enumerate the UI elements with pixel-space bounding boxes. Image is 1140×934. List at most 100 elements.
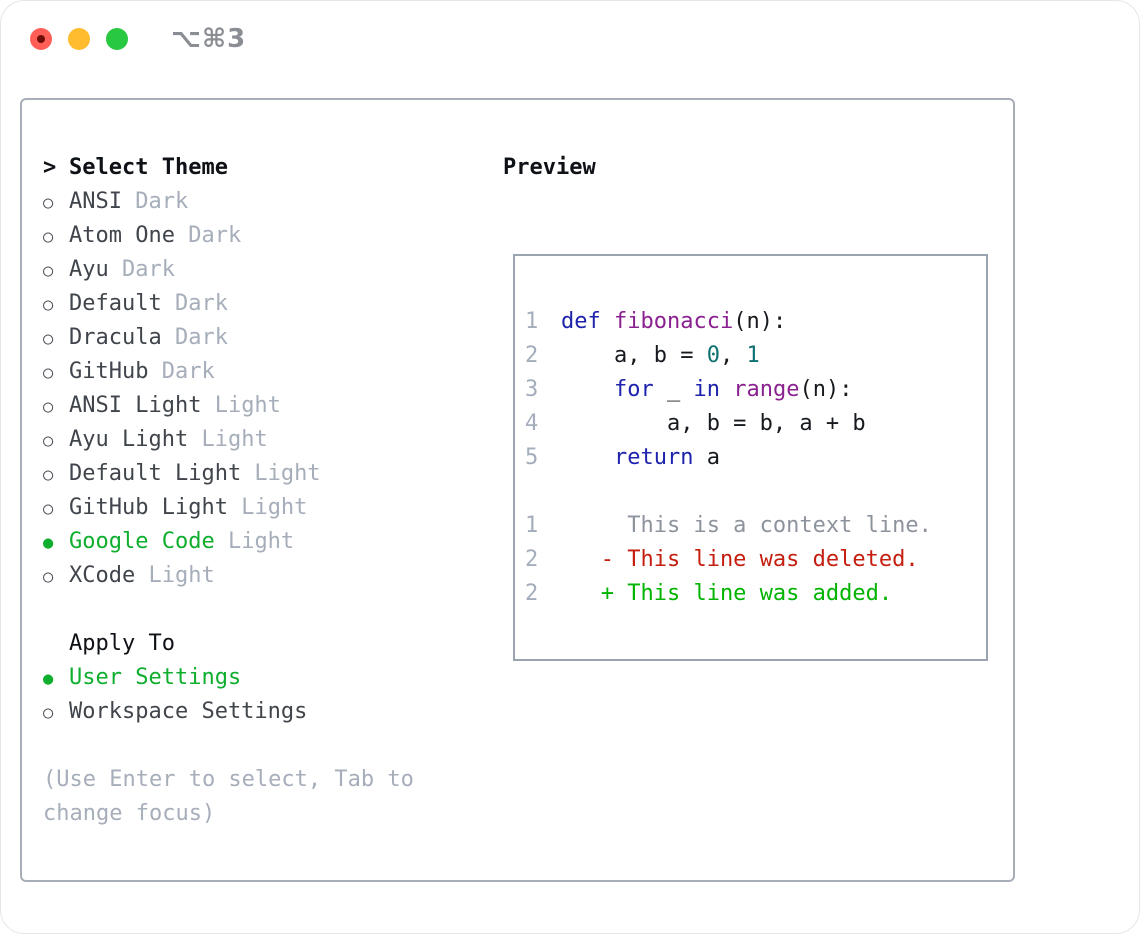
theme-item-google-code[interactable]: ● Google Code Light: [43, 525, 488, 559]
theme-variant: Light: [241, 461, 321, 486]
theme-variant: Light: [135, 563, 215, 588]
line-number: 1: [525, 513, 539, 538]
radio-unselected-icon: ○: [43, 499, 54, 519]
code-token: _: [653, 377, 694, 402]
theme-name: Default: [69, 291, 162, 316]
code-token: return: [613, 445, 694, 470]
theme-variant: Light: [188, 427, 268, 452]
close-button[interactable]: [30, 27, 52, 50]
code-token: (n):: [733, 309, 787, 334]
radio-unselected-icon: ○: [43, 363, 54, 383]
line-number: 3: [525, 377, 539, 402]
theme-item-dracula[interactable]: ○ Dracula Dark: [43, 321, 488, 355]
diff-text: - This line was deleted.: [561, 547, 919, 572]
line-number: 4: [525, 411, 539, 436]
line-number: 1: [525, 309, 539, 334]
close-dot-icon: [37, 34, 45, 43]
radio-unselected-icon: ○: [43, 567, 54, 587]
theme-name: Google Code: [69, 529, 215, 554]
apply-option-label: User Settings: [69, 665, 242, 690]
theme-item-atom-one[interactable]: ○ Atom One Dark: [43, 219, 488, 253]
preview-header: Preview: [503, 155, 596, 180]
apply-to-header: Apply To: [69, 631, 175, 656]
theme-item-ansi[interactable]: ○ANSI Dark: [43, 185, 488, 219]
theme-variant: Light: [214, 529, 295, 554]
line-number: 2: [525, 547, 539, 572]
theme-name: Dracula: [69, 325, 162, 350]
diff-text: This is a context line.: [561, 513, 932, 538]
theme-name: Atom One: [69, 223, 175, 248]
minimize-button[interactable]: [68, 27, 90, 50]
theme-variant: Dark: [174, 223, 242, 248]
keyboard-hint: (Use Enter to select, Tab to change focu…: [43, 767, 414, 826]
apply-to-list: ● User Settings ○ Workspace Settings: [43, 661, 488, 729]
radio-unselected-icon: ○: [43, 431, 54, 451]
theme-item-default[interactable]: ○ Default Dark: [43, 287, 488, 321]
code-token: def: [561, 309, 601, 334]
theme-item-ayu[interactable]: ○Ayu Dark: [43, 253, 488, 287]
theme-list: ○ANSI Dark○Atom One Dark○Ayu Dark○Defaul…: [43, 185, 488, 593]
code-token: 0: [706, 343, 720, 368]
theme-variant: Dark: [148, 359, 215, 384]
code-line: 4 a, b = b, a + b: [525, 407, 986, 441]
spacer: [43, 729, 488, 763]
code-line: 1 def fibonacci(n):: [525, 305, 986, 339]
code-line: 3 for _ in range(n):: [525, 373, 986, 407]
theme-variant: Dark: [161, 291, 228, 316]
theme-item-xcode[interactable]: ○ XCode Light: [43, 559, 488, 593]
theme-item-ansi-light[interactable]: ○ANSI Light Light: [43, 389, 488, 423]
line-number: 2: [525, 581, 539, 606]
zoom-button[interactable]: [106, 27, 128, 50]
titlebar: ⌥⌘3: [1, 1, 1139, 76]
theme-item-github[interactable]: ○ GitHub Dark: [43, 355, 488, 389]
theme-name: Ayu Light: [69, 427, 189, 452]
code-line: 2 a, b = 0, 1: [525, 339, 986, 373]
code-line: 5 return a: [525, 441, 986, 475]
code-token: (n):: [799, 377, 853, 402]
theme-name: ANSI: [69, 189, 122, 214]
theme-name: XCode: [69, 563, 136, 588]
radio-unselected-icon: ○: [43, 227, 54, 247]
theme-picker-panel: >Select Theme ○ANSI Dark○Atom One Dark○A…: [20, 98, 1015, 882]
code-token: ,: [719, 343, 747, 368]
code-token: [561, 377, 614, 402]
theme-item-ayu-light[interactable]: ○ Ayu Light Light: [43, 423, 488, 457]
diff-line-added: 2 + This line was added.: [525, 577, 986, 611]
theme-name: ANSI Light: [69, 393, 202, 418]
radio-unselected-icon: ○: [43, 397, 54, 417]
apply-option-label: Workspace Settings: [69, 699, 308, 724]
diff-line-deleted: 2 - This line was deleted.: [525, 543, 986, 577]
code-token: [601, 309, 614, 334]
code-token: a: [693, 445, 720, 470]
code-token: in: [693, 377, 720, 402]
line-number: 5: [525, 445, 539, 470]
spacer: [43, 593, 488, 627]
radio-unselected-icon: ○: [43, 193, 54, 213]
window-title: ⌥⌘3: [171, 23, 247, 54]
theme-item-default-light[interactable]: ○Default Light Light: [43, 457, 488, 491]
line-number: 2: [525, 343, 539, 368]
radio-unselected-icon: ○: [43, 703, 54, 723]
theme-item-github-light[interactable]: ○GitHub Light Light: [43, 491, 488, 525]
radio-selected-icon: ●: [43, 533, 54, 553]
radio-unselected-icon: ○: [43, 329, 54, 349]
theme-name: Default Light: [69, 461, 242, 486]
theme-variant: Dark: [161, 325, 228, 350]
theme-name: GitHub: [69, 359, 149, 384]
code-token: 1: [746, 343, 760, 368]
code-token: a, b =: [561, 343, 707, 368]
radio-unselected-icon: ○: [43, 295, 54, 315]
select-theme-label: Select Theme: [69, 155, 228, 180]
code-token: a, b = b, a + b: [561, 411, 866, 436]
theme-list-column: >Select Theme ○ANSI Dark○Atom One Dark○A…: [43, 151, 488, 831]
apply-option-user-settings[interactable]: ● User Settings: [43, 661, 488, 695]
code-token: fibonacci: [614, 309, 734, 334]
theme-name: Ayu: [69, 257, 109, 282]
apply-option-workspace-settings[interactable]: ○ Workspace Settings: [43, 695, 488, 729]
radio-selected-icon: ●: [43, 669, 54, 689]
theme-name: GitHub Light: [69, 495, 228, 520]
